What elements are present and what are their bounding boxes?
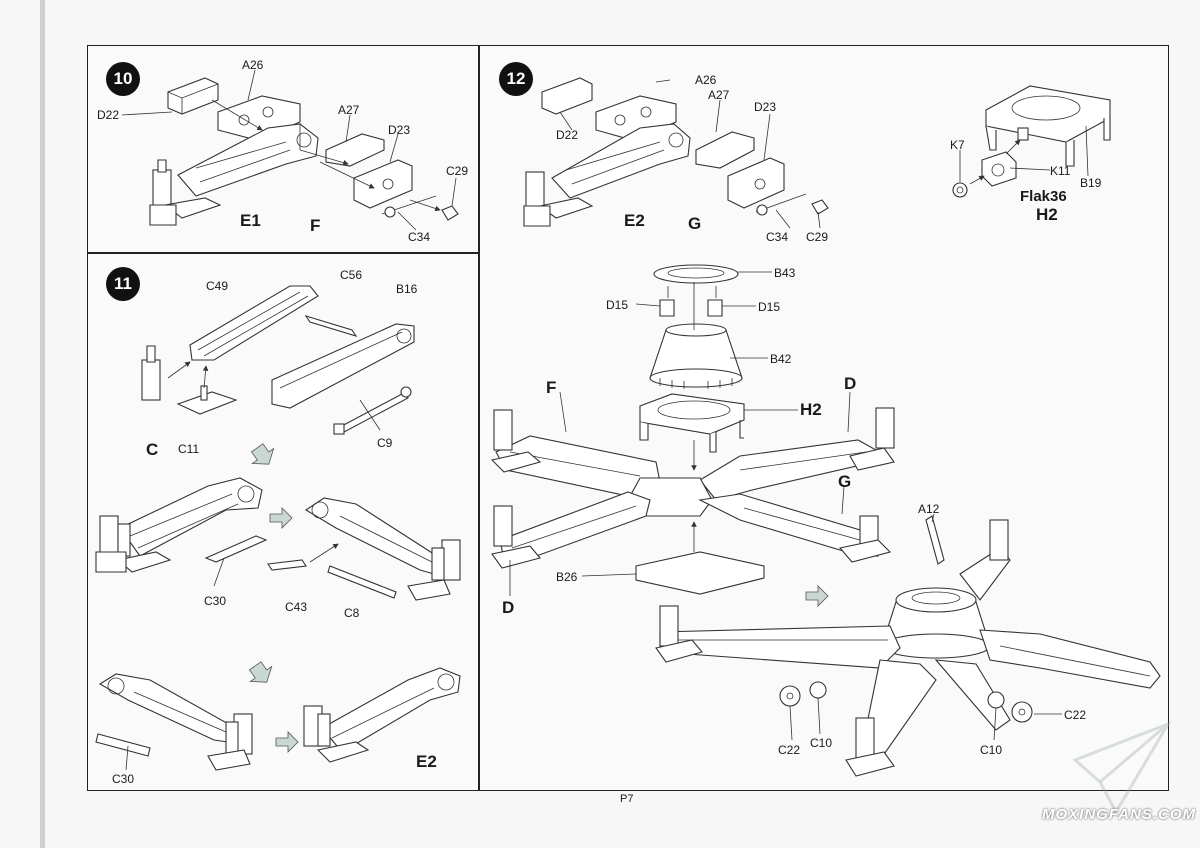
label-d15-right: D15	[758, 300, 781, 314]
label-a12: A12	[918, 502, 940, 516]
label-c: C	[146, 440, 159, 459]
label-c22-right: C22	[1064, 708, 1087, 722]
label-g: G	[688, 214, 702, 233]
label-k7: K7	[950, 138, 965, 152]
label-c29: C29	[446, 164, 469, 178]
step-11-badge: 11	[106, 267, 140, 301]
label-c8: C8	[344, 606, 360, 620]
label-d22: D22	[556, 128, 579, 142]
label-a27: A27	[708, 88, 730, 102]
watermark-plane-icon	[1072, 721, 1172, 816]
label-c49: C49	[206, 279, 229, 293]
label-c30-mid: C30	[204, 594, 227, 608]
label-d-left: D	[502, 598, 515, 617]
label-b19: B19	[1080, 176, 1102, 190]
label-f-arm: F	[546, 378, 557, 397]
step11-drawing	[95, 285, 461, 771]
label-c34: C34	[766, 230, 789, 244]
label-c43: C43	[285, 600, 308, 614]
label-d23: D23	[754, 100, 777, 114]
label-c34: C34	[408, 230, 431, 244]
label-b43: B43	[774, 266, 796, 280]
label-c56: C56	[340, 268, 363, 282]
label-d22: D22	[97, 108, 120, 122]
label-c9: C9	[377, 436, 393, 450]
label-c30-bottom: C30	[112, 772, 135, 786]
page-number: P7	[620, 793, 634, 805]
label-flak36: Flak36	[1020, 188, 1067, 205]
step-10-badge: 10	[106, 62, 140, 96]
label-f: F	[310, 216, 321, 235]
step-12-badge: 12	[499, 62, 533, 96]
label-d15-left: D15	[606, 298, 629, 312]
label-b42: B42	[770, 352, 792, 366]
label-e2: E2	[624, 211, 645, 230]
label-h2-top: H2	[1036, 205, 1058, 224]
label-e1: E1	[240, 211, 261, 230]
label-e2: E2	[416, 752, 437, 771]
label-b16: B16	[396, 282, 418, 296]
label-c10-left: C10	[810, 736, 833, 750]
label-d23: D23	[388, 123, 411, 137]
watermark-text: MOXINGFANS.COM	[1042, 806, 1197, 823]
label-a26: A26	[242, 58, 264, 72]
step10-drawing	[121, 69, 459, 231]
label-g-arm: G	[838, 472, 852, 491]
label-k11: K11	[1050, 164, 1071, 178]
label-b26: B26	[556, 570, 578, 584]
label-h2-plate: H2	[800, 400, 822, 419]
label-c22-left: C22	[778, 743, 801, 757]
label-c10-right: C10	[980, 743, 1003, 757]
label-c29: C29	[806, 230, 829, 244]
label-d-top: D	[844, 374, 857, 393]
binding-strip	[40, 0, 45, 848]
label-a27: A27	[338, 103, 360, 117]
label-c11: C11	[178, 442, 200, 456]
label-a26: A26	[695, 73, 717, 87]
step12-drawing	[490, 77, 1161, 777]
